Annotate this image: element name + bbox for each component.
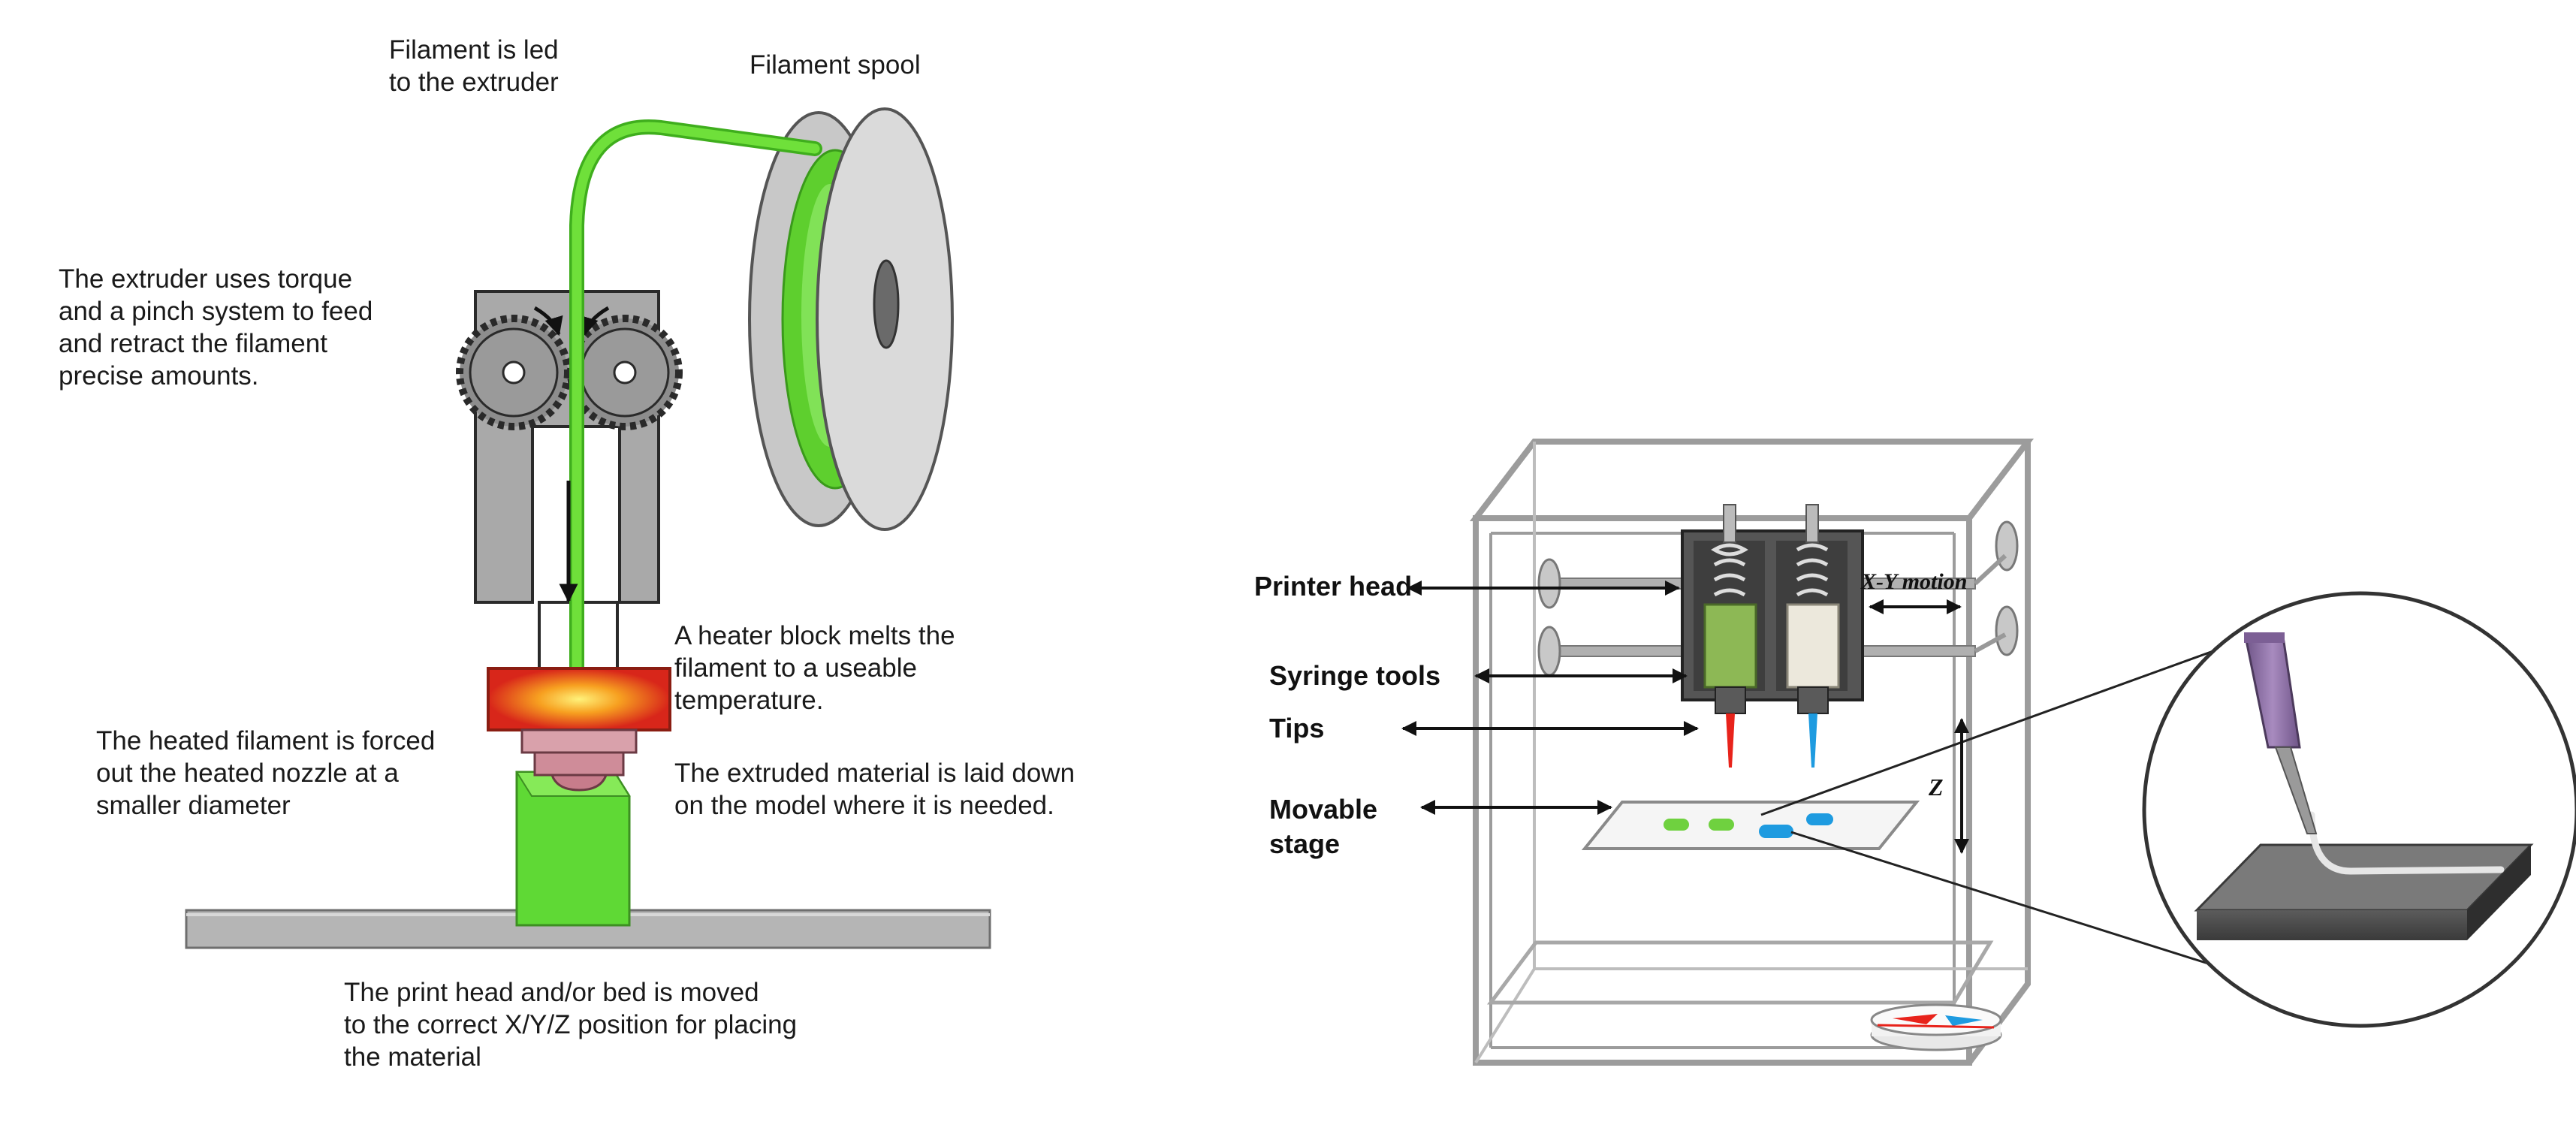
label-line: filament to a useable bbox=[674, 653, 917, 683]
label-z-axis: Z bbox=[1929, 774, 1944, 801]
filament-spool-icon bbox=[748, 107, 954, 531]
label-line: Movable bbox=[1269, 794, 1378, 825]
label-line: and a pinch system to feed bbox=[59, 297, 373, 326]
label-filament-spool: Filament spool bbox=[750, 50, 921, 80]
label-line: temperature. bbox=[674, 686, 824, 715]
label-line: stage bbox=[1269, 828, 1341, 859]
label-print-bed: The print head and/or bed is moved to th… bbox=[344, 976, 797, 1073]
label-line: on the model where it is needed. bbox=[674, 791, 1054, 820]
label-line: A heater block melts the bbox=[674, 621, 955, 650]
annotation-arrows bbox=[1401, 581, 1969, 854]
label-line: out the heated nozzle at a bbox=[96, 759, 399, 788]
label-line: precise amounts. bbox=[59, 361, 259, 391]
label-movable-stage: Movable stage bbox=[1269, 792, 1377, 861]
syringe-icon bbox=[1786, 504, 1840, 768]
extruder-pinch-wheel-icon bbox=[456, 315, 572, 430]
label-line: The heated filament is forced bbox=[96, 726, 436, 756]
label-tips: Tips bbox=[1269, 713, 1325, 743]
nozzle bbox=[520, 728, 638, 792]
label-line: to the correct X/Y/Z position for placin… bbox=[344, 1010, 798, 1039]
movable-stage bbox=[1581, 801, 1920, 850]
label-line: to the extruder bbox=[389, 68, 559, 97]
heater-block bbox=[487, 667, 671, 731]
label-xy-motion: X-Y motion bbox=[1861, 569, 1968, 594]
nozzle-zoom-view bbox=[2142, 591, 2576, 1028]
label-line: The extruded material is laid down bbox=[674, 759, 1075, 788]
label-filament-led: Filament is led to the extruder bbox=[389, 34, 559, 98]
label-extruded-material: The extruded material is laid down on th… bbox=[674, 757, 1075, 822]
syringe-icon bbox=[1703, 504, 1757, 768]
label-printer-head: Printer head bbox=[1254, 571, 1413, 602]
label-line: The extruder uses torque bbox=[59, 264, 353, 294]
label-line: the material bbox=[344, 1042, 481, 1072]
label-heated-nozzle: The heated filament is forced out the he… bbox=[96, 725, 435, 822]
printer-cabinet bbox=[1469, 439, 2035, 1066]
label-line: smaller diameter bbox=[96, 791, 291, 820]
label-line: and retract the filament bbox=[59, 329, 327, 358]
label-line: Filament is led bbox=[389, 35, 559, 65]
bioprinter-diagram bbox=[1401, 439, 2576, 1066]
fdm-diagram bbox=[185, 107, 991, 949]
label-line: The print head and/or bed is moved bbox=[344, 978, 759, 1007]
label-extruder: The extruder uses torque and a pinch sys… bbox=[59, 263, 373, 392]
label-syringe-tools: Syringe tools bbox=[1269, 660, 1441, 691]
label-heater-block: A heater block melts the filament to a u… bbox=[674, 620, 955, 716]
petri-dish-icon bbox=[1870, 1003, 2002, 1051]
extruder-pinch-wheel-icon bbox=[567, 315, 683, 430]
